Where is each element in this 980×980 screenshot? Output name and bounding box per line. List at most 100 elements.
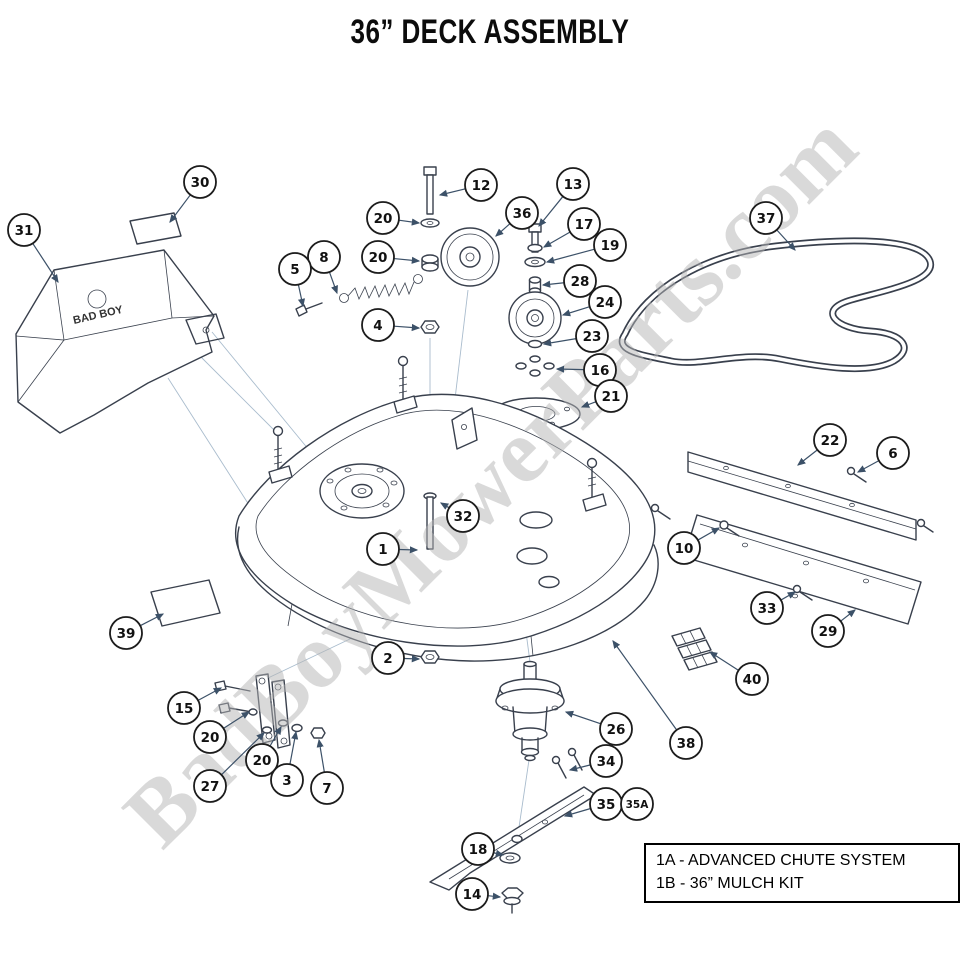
balloon-33: 33 [750, 591, 797, 625]
balloon-number-1: 1 [378, 542, 387, 558]
balloon-circle-34 [589, 744, 623, 778]
balloon-14: 14 [455, 877, 502, 911]
leader-line-31 [32, 243, 59, 284]
balloon-circle-22 [813, 423, 847, 457]
balloon-number-34: 34 [597, 754, 616, 770]
deck-spindle-pulley [319, 463, 405, 519]
leader-line-12 [438, 188, 466, 197]
balloon-circle-15 [167, 691, 201, 725]
leader-line-38 [612, 640, 678, 731]
leader-line-20 [223, 711, 251, 729]
balloon-21: 21 [580, 379, 628, 413]
balloon-20: 20 [361, 240, 421, 274]
leader-line-32 [439, 502, 450, 510]
balloon-number-10: 10 [675, 541, 694, 557]
balloon-27: 27 [193, 732, 265, 803]
balloon-circle-30 [183, 165, 217, 199]
balloon-12: 12 [438, 168, 498, 202]
balloon-circle-38 [669, 726, 703, 760]
leader-line-22 [797, 449, 818, 466]
balloon-circle-2 [371, 641, 405, 675]
balloon-number-8: 8 [319, 250, 328, 266]
balloon-number-31: 31 [15, 223, 34, 239]
balloon-number-24: 24 [596, 295, 615, 311]
leader-line-18 [493, 849, 505, 857]
idler-pulley [440, 227, 500, 287]
balloon-number-21: 21 [602, 389, 621, 405]
balloon-1: 1 [366, 532, 419, 566]
balloon-number-12: 12 [472, 178, 491, 194]
pulley-stack [491, 223, 581, 431]
balloon-circle-14 [455, 877, 489, 911]
balloon-number-2: 2 [383, 651, 392, 667]
balloon-number-20: 20 [374, 211, 393, 227]
balloon-15: 15 [167, 687, 223, 725]
balloon-20: 20 [245, 725, 282, 777]
balloon-circle-1 [366, 532, 400, 566]
balloon-circle-21 [594, 379, 628, 413]
legend-line-1: 1A - ADVANCED CHUTE SYSTEM [656, 852, 906, 869]
balloon-28: 28 [541, 264, 597, 298]
leader-line-26 [564, 710, 602, 725]
balloon-38: 38 [612, 640, 703, 760]
balloon-circle-3 [270, 763, 304, 797]
balloon-10: 10 [667, 527, 721, 565]
balloon-circle-29 [811, 614, 845, 648]
leader-line-10 [697, 527, 721, 541]
balloon-circle-28 [563, 264, 597, 298]
balloon-34: 34 [568, 744, 623, 778]
balloon-circle-4 [361, 308, 395, 342]
balloon-number-23: 23 [583, 329, 602, 345]
leader-line-1 [398, 546, 419, 554]
balloon-32: 32 [439, 499, 480, 533]
deck-mount-pins [268, 355, 607, 512]
balloon-22: 22 [797, 423, 847, 466]
balloon-number-20: 20 [253, 753, 272, 769]
balloon-circle-33 [750, 591, 784, 625]
leader-line-20 [269, 725, 282, 747]
page-header: 36” DECK ASSEMBLY [0, 12, 980, 51]
leader-line-39 [139, 613, 165, 627]
balloon-number-26: 26 [607, 722, 626, 738]
balloon-5: 5 [278, 252, 312, 308]
leader-line-4 [393, 323, 421, 332]
balloon-23: 23 [542, 319, 609, 353]
balloon-number-27: 27 [201, 779, 220, 795]
balloon-number-14: 14 [463, 887, 482, 903]
balloon-number-18: 18 [469, 842, 488, 858]
balloon-13: 13 [538, 167, 590, 227]
balloon-35A: 35A [620, 787, 654, 821]
balloon-7: 7 [310, 738, 344, 805]
balloon-number-3: 3 [282, 773, 291, 789]
balloon-number-38: 38 [677, 736, 696, 752]
balloon-36: 36 [495, 196, 539, 237]
leader-line-30 [169, 194, 191, 223]
balloon-number-40: 40 [743, 672, 762, 688]
balloon-number-33: 33 [758, 601, 777, 617]
balloon-number-7: 7 [322, 781, 331, 797]
balloon-number-13: 13 [564, 177, 583, 193]
leader-line-33 [780, 591, 797, 601]
leader-line-28 [541, 280, 565, 288]
balloon-number-30: 30 [191, 175, 210, 191]
leader-line-8 [328, 271, 338, 295]
spindle-assembly [495, 660, 583, 779]
balloon-number-5: 5 [290, 262, 299, 278]
leader-line-21 [580, 401, 597, 408]
leader-line-37 [776, 229, 796, 251]
leader-line-5 [297, 284, 305, 308]
leader-line-20 [398, 218, 421, 226]
legend-line-2: 1B - 36” MULCH KIT [656, 875, 804, 892]
leader-line-40 [708, 651, 739, 671]
balloon-circle-8 [307, 240, 341, 274]
balloon-circle-20 [193, 720, 227, 754]
leader-line-23 [542, 338, 577, 347]
leader-line-13 [538, 196, 564, 227]
balloon-18: 18 [461, 832, 505, 866]
balloon-circle-37 [749, 201, 783, 235]
leader-line-35 [563, 807, 591, 818]
balloon-4: 4 [361, 308, 421, 342]
balloon-circle-12 [464, 168, 498, 202]
balloon-number-35A: 35A [626, 799, 650, 811]
